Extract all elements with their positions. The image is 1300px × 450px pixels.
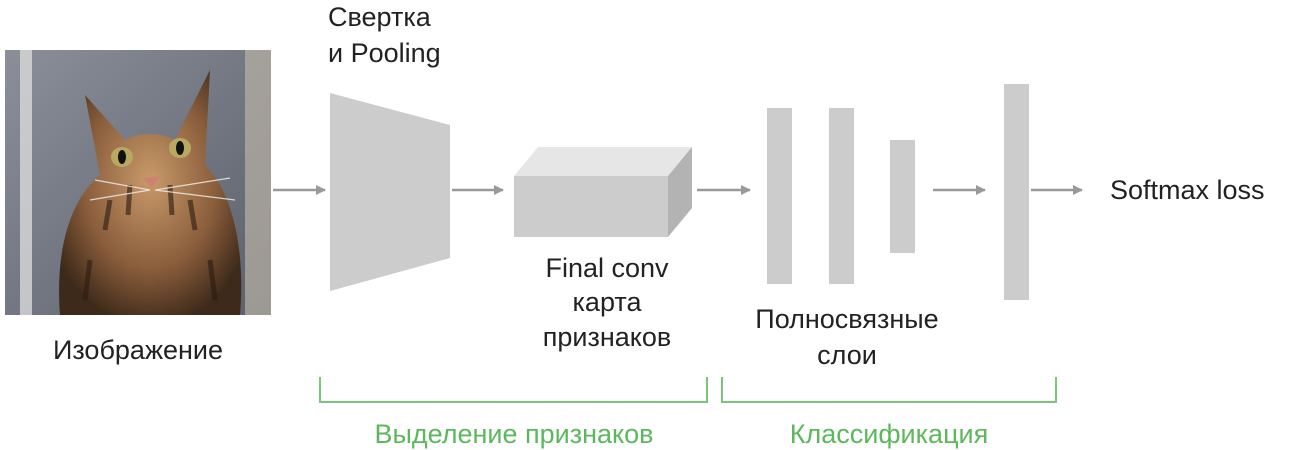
feature-map-box — [514, 147, 692, 237]
feature-map-label-line2: карта — [573, 287, 643, 317]
fc-label-line1: Полносвязные — [755, 304, 938, 334]
feature-extraction-bracket — [319, 377, 708, 403]
fc-layer-2 — [829, 108, 854, 284]
softmax-label: Softmax loss — [1110, 175, 1265, 205]
fc-layer-3 — [890, 140, 915, 253]
conv-label-line2: и Pooling — [328, 38, 441, 68]
fc-layer-1 — [767, 108, 792, 284]
input-image — [5, 50, 271, 315]
fc-label-line2: слои — [817, 340, 877, 370]
conv-pooling-block — [330, 93, 450, 291]
conv-label-line1: Свертка — [328, 2, 432, 32]
feature-map-label-line1: Final conv — [545, 253, 669, 283]
feature-extraction-label: Выделение признаков — [374, 419, 653, 449]
image-label: Изображение — [53, 335, 223, 365]
classification-bracket — [721, 377, 1057, 403]
output-layer — [1004, 84, 1029, 300]
classification-label: Классификация — [790, 419, 988, 449]
feature-map-label-line3: признаков — [543, 322, 672, 352]
